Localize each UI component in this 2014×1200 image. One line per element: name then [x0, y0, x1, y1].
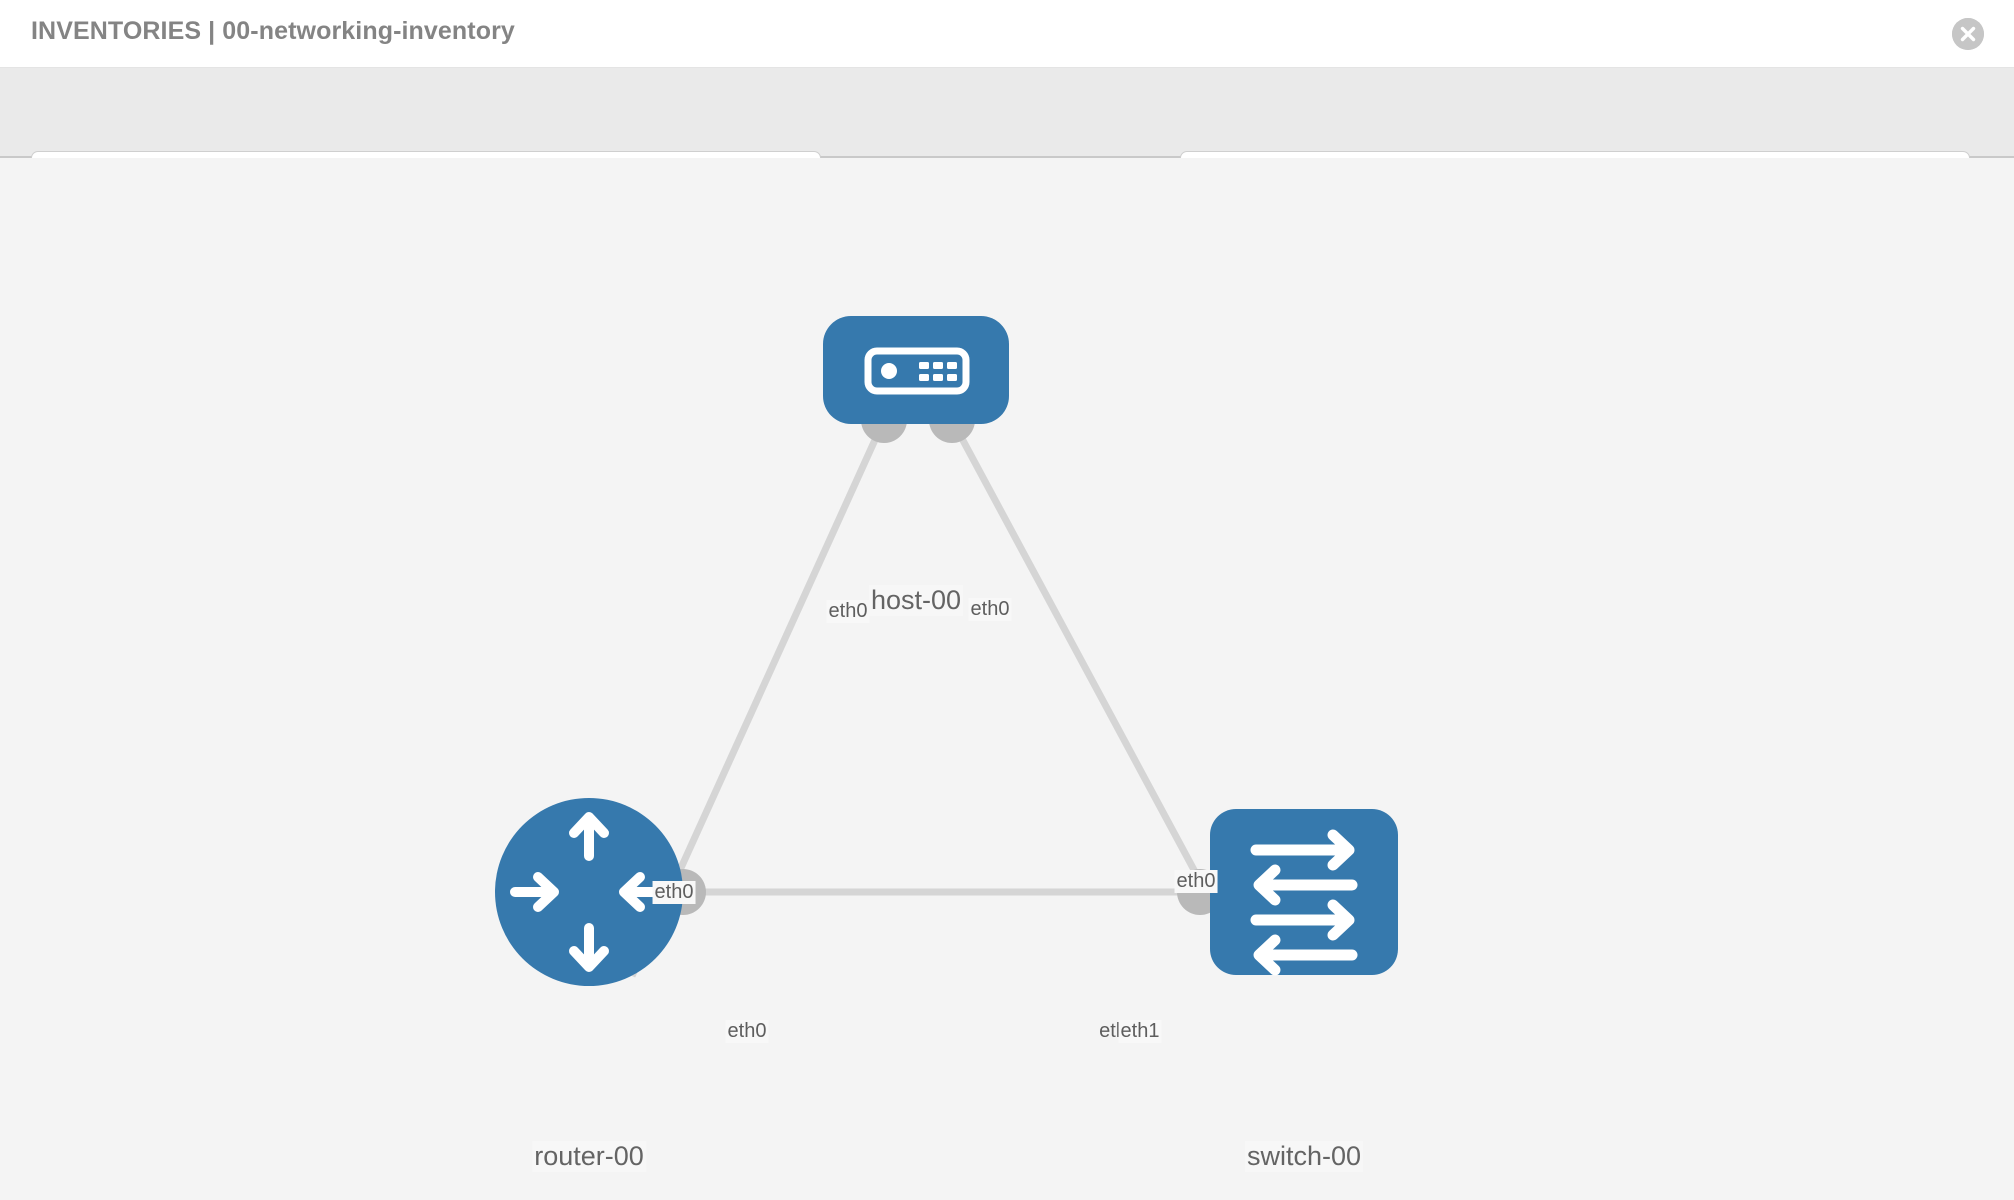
toolbar: ACTIONS SEARCH	[0, 68, 2014, 209]
node-label-host-00[interactable]: host-00	[868, 585, 964, 617]
node-router-00[interactable]	[495, 798, 683, 986]
interface-layer	[660, 397, 1259, 971]
topology-graph	[495, 316, 1398, 986]
edge-label-router-eth0-host: eth0	[652, 881, 696, 904]
server-icon	[864, 347, 970, 395]
edge-label-host-eth0-left: eth0	[826, 600, 870, 623]
close-circle-glyph	[1952, 18, 1984, 50]
node-switch-00[interactable]	[1210, 809, 1398, 976]
node-label-router-00[interactable]: router-00	[532, 1141, 646, 1173]
close-icon[interactable]	[1952, 18, 1984, 50]
edge-label-switch-eth1-router: eth1	[1118, 1020, 1162, 1043]
edge-label-switch-eth0-host: eth0	[1174, 870, 1218, 893]
page-title: INVENTORIES | 00-networking-inventory	[31, 17, 515, 45]
edge-label-router-eth0-switch: eth0	[725, 1020, 769, 1043]
link-host-switch	[948, 418, 1240, 950]
node-label-switch-00[interactable]: switch-00	[1244, 1141, 1364, 1173]
topology-canvas[interactable]: host-00 router-00 switch-00 eth0 eth0 et…	[0, 158, 2014, 1200]
switch-arrows-icon	[1250, 829, 1358, 976]
node-host-00[interactable]	[823, 316, 1009, 424]
link-layer	[628, 418, 1240, 978]
window-header: INVENTORIES | 00-networking-inventory	[0, 0, 2014, 68]
edge-label-host-eth0-right: eth0	[968, 598, 1012, 621]
